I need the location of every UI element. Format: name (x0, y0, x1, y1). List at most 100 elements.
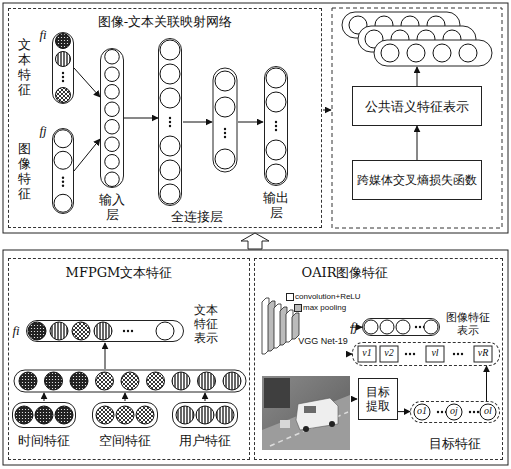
vgg-layer-slab (292, 313, 299, 339)
neuron-circle (216, 406, 234, 424)
neuron-circle (381, 44, 399, 62)
connector-arrow (398, 411, 410, 412)
ellipsis-dot (419, 326, 421, 328)
feature-row: 空间特征 (92, 402, 158, 428)
node-label: 时间特征 (9, 433, 79, 448)
region-feature-cell (474, 346, 492, 362)
fused-feature-row (14, 370, 246, 392)
node-label: MFPGM文本特征 (19, 265, 219, 280)
neuron-circle (56, 34, 71, 49)
neuron-circle (266, 68, 286, 88)
ellipsis-dot (131, 330, 133, 332)
neuron-circle (96, 372, 114, 390)
neuron-circle (105, 67, 120, 82)
ellipsis-dot (224, 136, 226, 138)
feature-row: v1v2vlvR (352, 342, 500, 366)
process-box: 公共语义特征表示 (352, 86, 482, 126)
ellipsis-dot (473, 411, 475, 413)
ellipsis-dot (441, 411, 443, 413)
neuron-circle (198, 372, 216, 390)
photo-tree (264, 378, 290, 408)
node-label: fi (37, 27, 49, 42)
ellipsis-dot (62, 72, 64, 74)
ellipsis-dot (62, 76, 64, 78)
neuron-circle (380, 320, 394, 334)
neuron-circle (105, 102, 120, 117)
neuron-circle (105, 172, 120, 187)
neuron-circle (433, 44, 451, 62)
ellipsis-dot (62, 181, 64, 183)
node-label: fi (10, 323, 22, 338)
neuron-circle (266, 140, 286, 160)
neuron-circle (94, 322, 112, 340)
node-label: vl (426, 347, 444, 359)
neuron-circle (172, 372, 190, 390)
ellipsis-dot (477, 411, 479, 413)
neuron-circle (147, 372, 165, 390)
layer-column: 输入层 (100, 48, 124, 188)
network-block: VGG Net-19 (258, 292, 350, 356)
node-label: 图像-文本关联映射网络 (9, 14, 321, 29)
group-box: 图像-文本关联映射网络文本特征fi图像特征fj输入层全连接层输出层 (8, 8, 322, 228)
ellipsis-dot (169, 121, 171, 123)
flow-arrow (183, 122, 212, 123)
neuron-circle (459, 44, 477, 62)
neuron-circle (96, 406, 114, 424)
neuron-circle (156, 322, 174, 340)
ellipsis-dot (224, 128, 226, 130)
neuron-circle (54, 194, 72, 212)
neuron-circle (414, 404, 430, 420)
node-label: 空间特征 (90, 433, 160, 448)
connector-arrow (417, 126, 418, 160)
connector-arrow (350, 354, 352, 355)
ellipsis-dot (437, 411, 439, 413)
legend-swatch (294, 304, 302, 312)
neuron-circle (176, 406, 194, 424)
flow-arrow (205, 393, 206, 401)
node-label: fj (348, 319, 360, 334)
photo-wheel (303, 426, 309, 432)
neuron-circle (160, 40, 180, 60)
neuron-circle (56, 88, 71, 103)
flow-arrow (323, 110, 331, 111)
decoration-group (14, 12, 496, 424)
neuron-circle (28, 322, 46, 340)
ellipsis-dot (457, 353, 459, 355)
ellipsis-dot (415, 326, 417, 328)
neuron-circle (54, 151, 72, 169)
photo-background (262, 376, 350, 450)
neuron-circle (480, 404, 496, 420)
flow-arrow (105, 343, 106, 369)
layer-column: 全连接层 (158, 38, 182, 206)
neuron-circle (54, 130, 72, 148)
traffic-photo (262, 376, 350, 450)
neuron-circle (160, 64, 180, 84)
node-label: OAIR图像特征 (285, 265, 405, 280)
photo-van-window (304, 406, 316, 413)
connector-arrow (486, 366, 487, 401)
ellipsis-dot (453, 353, 455, 355)
connector-arrow (74, 68, 100, 97)
flow-arrow (238, 122, 263, 123)
node-label: VGG Net-19 (292, 336, 354, 347)
node-label: vR (474, 347, 492, 359)
neuron-circle (56, 52, 71, 67)
neuron-circle (266, 92, 286, 112)
node-label: 用户特征 (170, 433, 240, 448)
neuron-circle (15, 406, 33, 424)
ellipsis-dot (127, 330, 129, 332)
neuron-circle (72, 322, 90, 340)
neuron-circle (223, 372, 241, 390)
neuron-circle (160, 184, 180, 204)
neuron-circle (105, 155, 120, 170)
node-label: o1 (414, 405, 430, 417)
ellipsis-dot (275, 125, 277, 127)
ellipsis-dot (169, 117, 171, 119)
neuron-circle (105, 137, 120, 152)
layer-column: 输出层 (264, 66, 288, 186)
neuron-circle (55, 406, 73, 424)
region-feature-cell (380, 346, 398, 362)
